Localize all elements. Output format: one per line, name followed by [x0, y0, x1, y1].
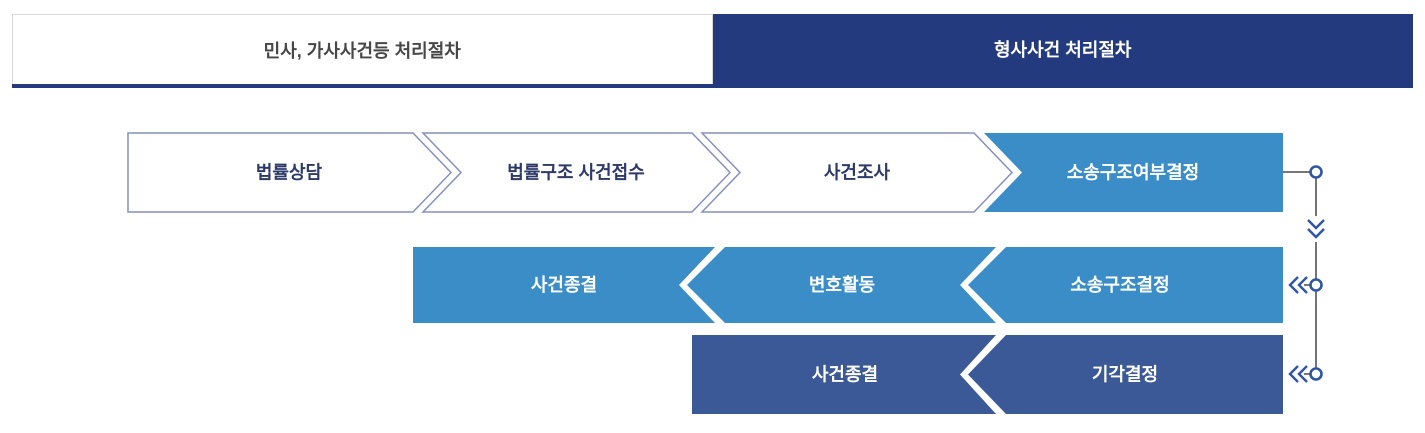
arrow-right-shape [127, 132, 453, 213]
step-label: 소송구조결정 [1070, 275, 1169, 295]
flow-step-rejection-decision: 기각결정 [968, 335, 1283, 414]
connector [1283, 165, 1326, 383]
flow-step-case-closure-granted: 사건종결 [413, 247, 715, 323]
flow-step-aid-granted-decision: 소송구조결정 [968, 247, 1283, 323]
tab-civil-procedure-label: 민사, 가사사건등 처리절차 [263, 40, 461, 61]
arrow-left-shape [687, 247, 996, 323]
step-label: 사건조사 [824, 163, 891, 183]
arrow-left-shape [968, 335, 1283, 414]
arrow-left-shape [692, 335, 996, 414]
step-label: 법률구조 사건접수 [507, 163, 644, 183]
flow-step-aid-decision: 소송구조여부결정 [984, 133, 1283, 212]
flow-row-2: 사건종결 변호활동 소송구조결정 [413, 247, 1283, 323]
step-label: 기각결정 [1092, 365, 1158, 385]
flow-step-case-investigation: 사건조사 [700, 132, 1014, 213]
step-label: 법률상담 [256, 163, 323, 183]
connector-node-row2 [1309, 278, 1323, 292]
chevron-down-icon [1307, 219, 1325, 239]
step-label: 사건종결 [812, 365, 878, 385]
arrow-left-shape [413, 247, 715, 323]
tab-civil-procedure[interactable]: 민사, 가사사건등 처리절차 [12, 14, 713, 84]
flow-step-legal-consultation: 법률상담 [127, 132, 453, 213]
step-label: 소송구조여부결정 [1067, 163, 1199, 183]
tab-criminal-procedure[interactable]: 형사사건 처리절차 [712, 14, 1413, 84]
flow-step-case-closure-rejected: 사건종결 [692, 335, 996, 414]
step-label: 사건종결 [531, 275, 597, 295]
highlighted-step-shape [984, 133, 1283, 212]
flow-row-1: 법률상담 법률구조 사건접수 사건조사 소송구조여부결정 [127, 132, 1283, 213]
tab-criminal-procedure-label: 형사사건 처리절차 [994, 40, 1132, 60]
step-label: 변호활동 [809, 275, 875, 295]
tab-bar: 민사, 가사사건등 처리절차 형사사건 처리절차 [12, 14, 1413, 88]
arrow-left-shape [968, 247, 1283, 323]
arrow-right-shape [700, 132, 1014, 213]
connector-node-row1 [1309, 165, 1323, 179]
chevron-left-icon-row3 [1288, 365, 1308, 383]
arrow-right-shape [421, 132, 732, 213]
flow-row-3: 사건종결 기각결정 [692, 335, 1283, 414]
flow-step-defense-activity: 변호활동 [687, 247, 996, 323]
connector-node-row3 [1309, 367, 1323, 381]
chevron-left-icon-row2 [1288, 276, 1308, 294]
flow-step-case-intake: 법률구조 사건접수 [421, 132, 732, 213]
